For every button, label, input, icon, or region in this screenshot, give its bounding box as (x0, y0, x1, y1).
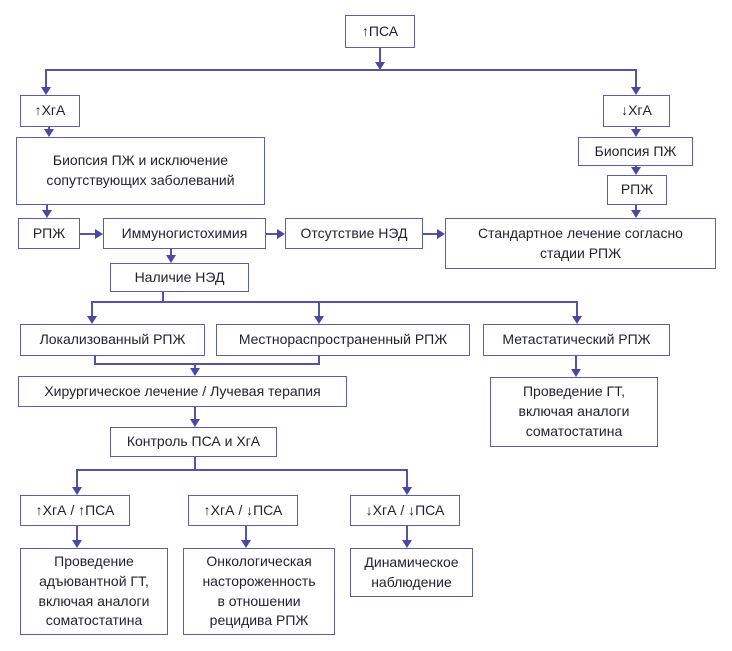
edge-line (318, 356, 320, 365)
edge-line (406, 526, 408, 541)
edge-line (318, 301, 320, 317)
edge-line (46, 205, 48, 211)
edge-line (94, 356, 96, 365)
node-hga-decreased: ↓ХгА (603, 95, 670, 127)
edge-arrow-down (631, 87, 641, 95)
edge-line (76, 526, 78, 541)
edge-line (48, 127, 50, 130)
edge-arrow-down (72, 540, 82, 548)
edge-arrow-right (437, 229, 445, 239)
node-standard-treatment: Стандартное лечение согласно стадии РПЖ (445, 218, 716, 269)
edge-line (635, 127, 637, 130)
node-locally-advanced-rpz: Местнораспространенный РПЖ (216, 324, 470, 356)
node-rpz-left: РПЖ (18, 218, 80, 249)
node-ned-present: Наличие НЭД (110, 263, 249, 292)
edge-arrow-right (277, 229, 285, 239)
edge-line (91, 301, 578, 303)
edge-arrow-down (166, 255, 176, 263)
edge-arrow-down (241, 540, 251, 548)
edge-line (575, 356, 577, 370)
edge-arrow-down (631, 129, 641, 137)
edge-line (91, 301, 93, 317)
edge-arrow-down (190, 368, 200, 376)
edge-line (379, 48, 381, 62)
edge-line (635, 205, 637, 211)
node-adjuvant-ht: Проведение адъювантной ГТ, включая анало… (20, 548, 168, 635)
node-ned-absent: Отсутствие НЭД (285, 218, 423, 249)
edge-line (266, 233, 278, 235)
edge-line (162, 292, 164, 302)
edge-arrow-down (314, 316, 324, 324)
node-surgery-radiation: Хирургическое лечение / Лучевая терапия (18, 376, 347, 407)
edge-arrow-down (87, 316, 97, 324)
edge-arrow-down (375, 62, 385, 70)
edge-line (194, 363, 196, 369)
edge-arrow-down (402, 487, 412, 495)
edge-arrow-down (44, 129, 54, 137)
edge-line (76, 469, 407, 471)
node-localized-rpz: Локализованный РПЖ (20, 324, 205, 356)
edge-arrow-down (571, 369, 581, 377)
node-rpz-right: РПЖ (607, 175, 667, 205)
node-ht-somatostatin: Проведение ГТ, включая аналоги соматоста… (490, 377, 658, 447)
edge-line (80, 233, 96, 235)
edge-line (406, 469, 408, 488)
edge-arrow-down (72, 487, 82, 495)
edge-line (194, 407, 196, 420)
edge-line (45, 69, 637, 71)
edge-line (45, 69, 47, 87)
node-hga-elevated: ↑ХгА (20, 95, 80, 127)
node-hga-up-psa-down: ↑ХгА / ↓ПСА (188, 495, 298, 526)
edge-arrow-down (190, 419, 200, 427)
edge-line (423, 233, 438, 235)
node-metastatic-rpz: Метастатический РПЖ (483, 324, 670, 356)
edge-arrow-down (42, 210, 52, 218)
edge-arrow-down (572, 316, 582, 324)
edge-line (576, 301, 578, 317)
edge-arrow-down (631, 210, 641, 218)
node-immunohistochemistry: Иммуногистохимия (103, 218, 266, 249)
edge-line (76, 469, 78, 488)
edge-arrow-right (95, 229, 103, 239)
node-biopsy-right: Биопсия ПЖ (578, 137, 693, 166)
edge-line (635, 69, 637, 87)
node-hga-down-psa-down: ↓ХгА / ↓ПСА (350, 495, 460, 526)
node-hga-up-psa-up: ↑ХгА / ↑ПСА (20, 495, 130, 526)
edge-arrow-down (631, 167, 641, 175)
node-dynamic-observation: Динамическое наблюдение (350, 548, 473, 597)
node-biopsy-exclusion: Биопсия ПЖ и исключение сопутствующих за… (16, 137, 265, 205)
node-onco-alertness: Онкологическая настороженность в отношен… (183, 548, 335, 635)
edge-line (94, 363, 320, 365)
edge-arrow-down (41, 87, 51, 95)
node-control-psa-hga: Контроль ПСА и ХгА (110, 427, 277, 457)
edge-arrow-down (402, 540, 412, 548)
edge-line (194, 457, 196, 471)
edge-line (245, 526, 247, 541)
node-psa-elevated: ↑ПСА (345, 15, 415, 48)
edge-line (170, 249, 172, 256)
